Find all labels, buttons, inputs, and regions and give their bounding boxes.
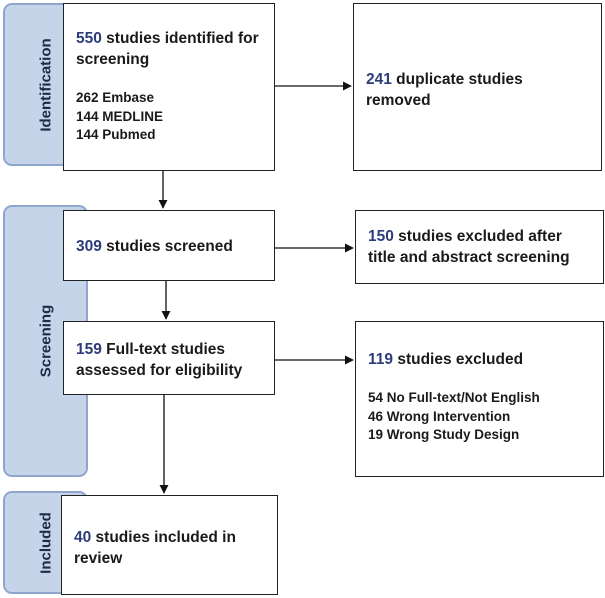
duplicates-count: 241 (366, 71, 392, 88)
fulltext-box: 159 Full-text studies assessed for eligi… (63, 321, 275, 395)
identified-box: 550 studies identified for screening 262… (63, 3, 275, 171)
fulltext-count: 159 (76, 341, 102, 358)
source-item: 144 Pubmed (76, 127, 156, 142)
duplicates-box: 241 duplicate studies removed (353, 3, 602, 171)
stage-label: Screening (37, 304, 54, 378)
excluded-fulltext-text: studies excluded (393, 351, 524, 368)
screened-count: 309 (76, 238, 102, 255)
source-item: 144 MEDLINE (76, 108, 164, 124)
included-box: 40 studies included in review (61, 495, 278, 595)
reason-list: 54 No Full-text/Not English 46 Wrong Int… (368, 389, 591, 445)
screened-box: 309 studies screened (63, 210, 275, 281)
reason-item: 54 No Full-text/Not English (368, 390, 540, 405)
stage-label: Included (37, 511, 54, 574)
identified-count: 550 (76, 30, 102, 47)
source-list: 262 Embase 144 MEDLINE 144 Pubmed (76, 89, 262, 145)
source-item: 262 Embase (76, 90, 155, 105)
identified-heading: 550 studies identified for screening (76, 28, 262, 70)
stage-label: Identification (37, 37, 54, 132)
reason-item: 19 Wrong Study Design (368, 427, 520, 442)
excluded-fulltext-count: 119 (368, 351, 394, 368)
excluded-fulltext-heading: 119 studies excluded (368, 349, 591, 370)
reason-item: 46 Wrong Intervention (368, 408, 511, 424)
duplicates-text: duplicate studies removed (366, 71, 523, 109)
excluded-fulltext-box: 119 studies excluded 54 No Full-text/Not… (355, 321, 604, 477)
included-count: 40 (74, 529, 92, 546)
identified-text: studies identified for screening (76, 30, 259, 68)
excluded-title-text: studies excluded after title and abstrac… (368, 228, 570, 266)
excluded-title-box: 150 studies excluded after title and abs… (355, 210, 604, 284)
excluded-title-count: 150 (368, 228, 394, 245)
screened-text: studies screened (101, 238, 233, 255)
included-text: studies included in review (74, 529, 236, 567)
fulltext-text: Full-text studies assessed for eligibili… (76, 341, 243, 379)
